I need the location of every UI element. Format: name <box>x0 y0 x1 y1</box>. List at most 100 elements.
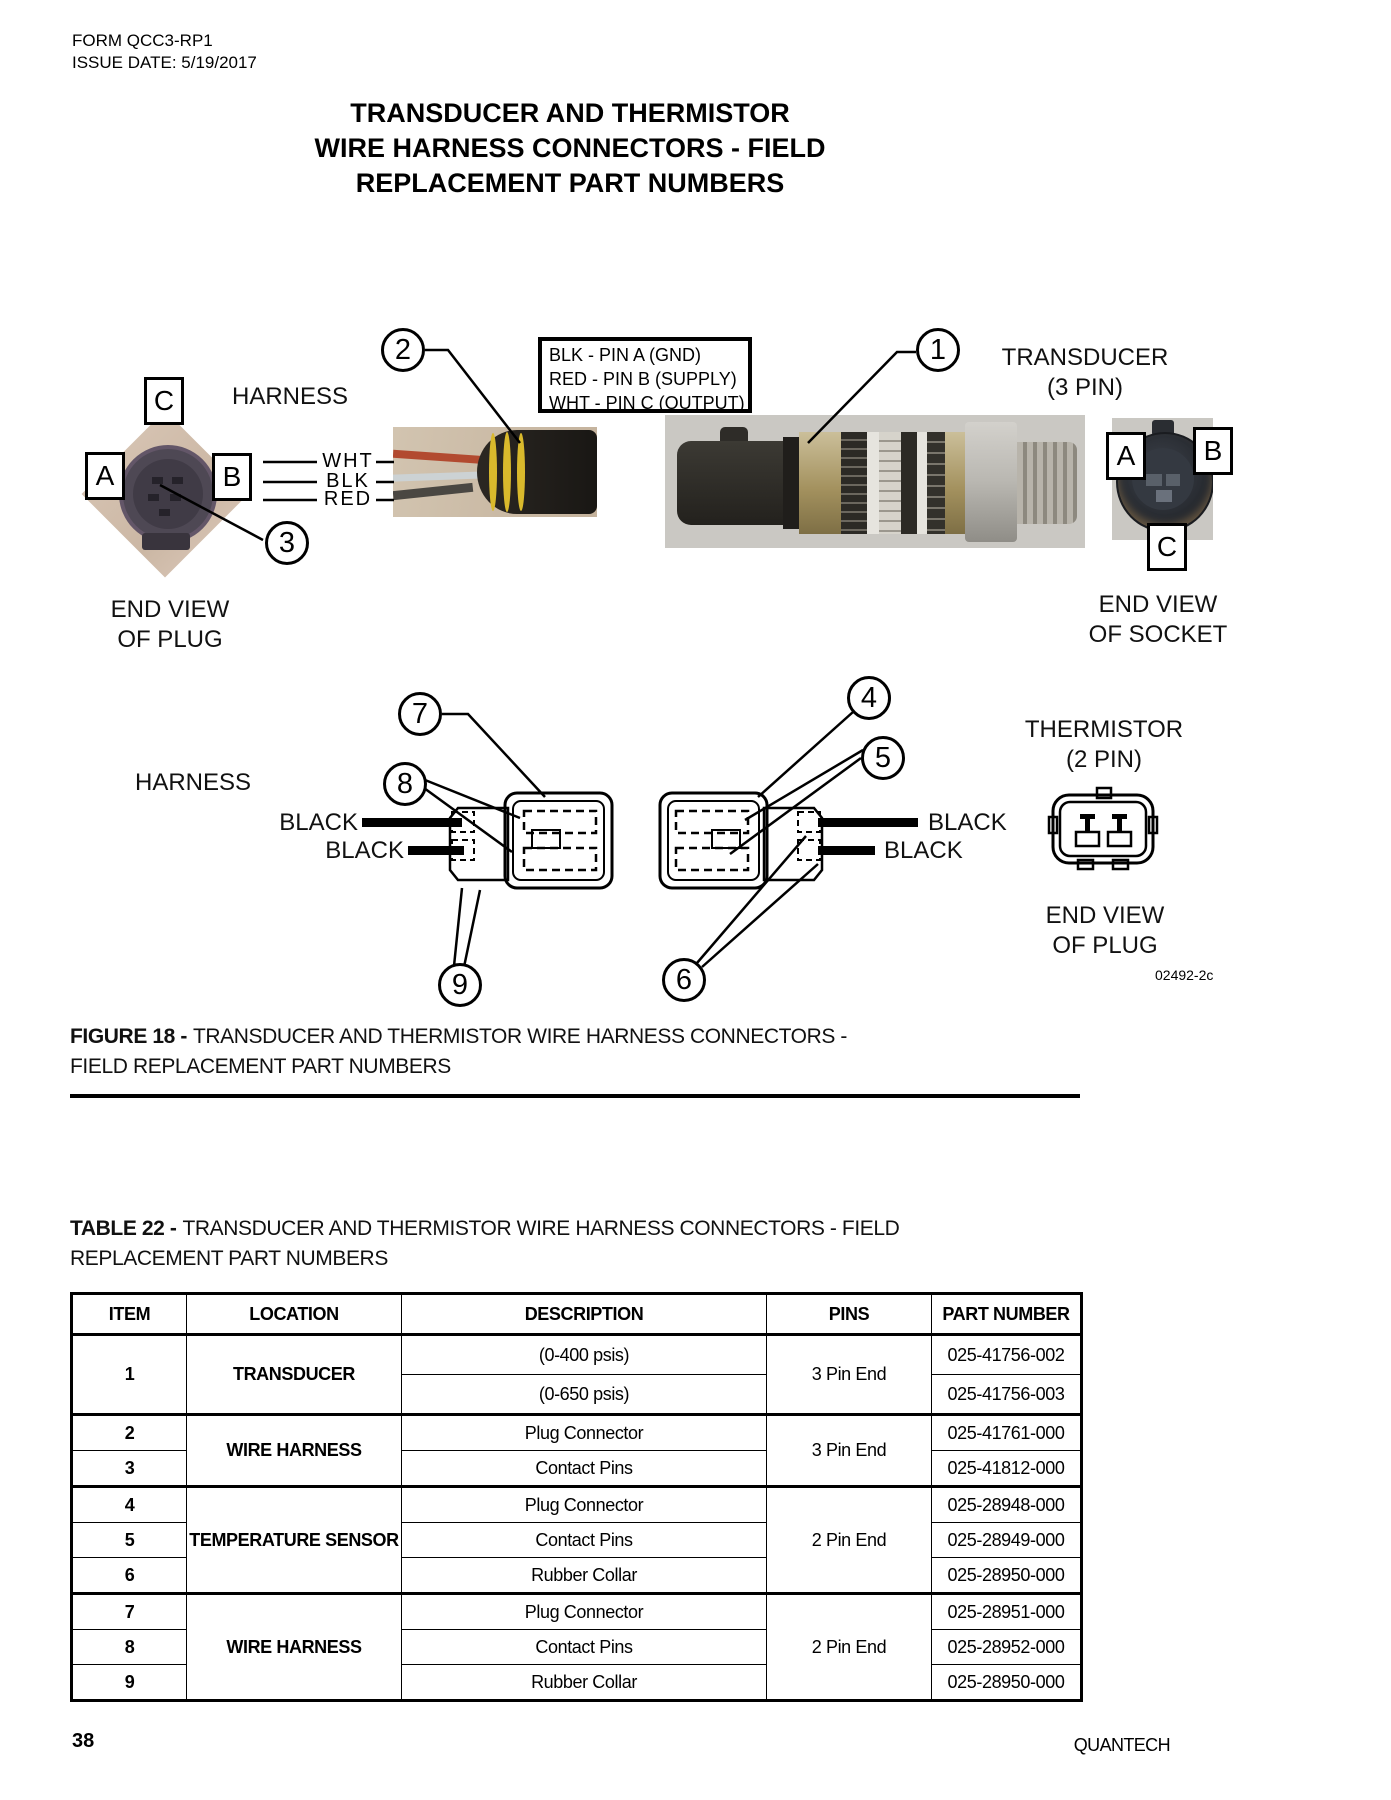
callout-4: 4 <box>847 676 891 720</box>
leader-9b <box>462 889 482 968</box>
table-row: (0-650 psis) 025-41756-003 <box>72 1374 1082 1415</box>
page-title: TRANSDUCER AND THERMISTOR WIRE HARNESS C… <box>70 96 1070 201</box>
harness-label-bottom: HARNESS <box>134 769 252 796</box>
plug-pin <box>159 509 170 516</box>
description-cell: Contact Pins <box>401 1629 767 1665</box>
pin-letter-c: C <box>1156 531 1178 562</box>
callout-6-number: 6 <box>675 963 693 996</box>
oring <box>517 433 525 511</box>
black-wire-line <box>818 846 875 855</box>
callout-7-number: 7 <box>411 697 429 730</box>
description-cell: (0-650 psis) <box>401 1374 767 1415</box>
leader-5b <box>729 756 862 856</box>
table-row: 3 Contact Pins 025-41812-000 <box>71 1450 1082 1487</box>
table-row: 1 TRANSDUCER (0-400 psis) 3 Pin End 025-… <box>71 1333 1082 1415</box>
item-cell: 1 <box>71 1333 187 1415</box>
socket-pin <box>1166 474 1180 486</box>
figure-caption: FIGURE 18 -TRANSDUCER AND THERMISTOR WIR… <box>70 1022 900 1082</box>
contact-pin-dashed <box>522 809 598 835</box>
label-band <box>841 432 867 534</box>
end-view-socket-line1: END VIEW <box>1098 591 1218 618</box>
wire-label-red: RED <box>323 488 373 510</box>
transducer-label-line1: TRANSDUCER <box>1001 344 1169 371</box>
plug-connector-inner <box>133 459 203 529</box>
transducer-label-line2: (3 PIN) <box>1046 374 1123 401</box>
hex-nut <box>965 422 1017 542</box>
page-title-line3: REPLACEMENT PART NUMBERS <box>355 168 785 198</box>
latch <box>711 829 741 849</box>
label-band <box>927 432 945 534</box>
figure-caption-text: TRANSDUCER AND THERMISTOR WIRE HARNESS C… <box>70 1025 847 1078</box>
part-number-cell: 025-41756-003 <box>931 1374 1082 1415</box>
housing-outline <box>503 791 614 890</box>
end-view-socket-line2: OF SOCKET <box>1088 621 1228 648</box>
callout-6: 6 <box>662 958 706 1002</box>
part-number-cell: 025-28948-000 <box>931 1485 1082 1523</box>
table-row: 8 Contact Pins 025-28952-000 <box>71 1629 1082 1665</box>
label-band <box>901 432 917 534</box>
white-wire <box>393 471 486 482</box>
pin-letter-a: A <box>1116 440 1136 471</box>
header-form-info: FORM QCC3-RP1 ISSUE DATE: 5/19/2017 <box>72 30 257 74</box>
item-cell: 3 <box>71 1450 187 1487</box>
black-wire-label: BLACK <box>279 809 358 836</box>
plug-outline <box>1051 793 1155 865</box>
parts-table-wrapper: ITEM LOCATION DESCRIPTION PINS PART NUMB… <box>70 1292 1083 1702</box>
transducer-collar <box>783 437 799 529</box>
black-wire-line <box>408 846 464 855</box>
front-block <box>762 806 824 882</box>
column-header-part-number: PART NUMBER <box>931 1293 1082 1336</box>
pin-info-line3: WHT - PIN C (OUTPUT) <box>549 393 745 413</box>
end-view-line2: OF PLUG <box>117 626 223 653</box>
table-row: 5 Contact Pins 025-28949-000 <box>71 1522 1082 1558</box>
pins-cell: 3 Pin End <box>766 1413 932 1487</box>
leader-8b <box>423 786 513 854</box>
transducer-photo <box>665 415 1085 548</box>
location-cell: WIRE HARNESS <box>186 1592 402 1701</box>
table-caption-number: TABLE 22 - <box>70 1217 177 1240</box>
sensor-connector-drawing-right <box>658 791 824 890</box>
pins-cell: 3 Pin End <box>766 1333 932 1415</box>
issue-date: ISSUE DATE: 5/19/2017 <box>72 53 257 72</box>
page-title-line1: TRANSDUCER AND THERMISTOR <box>350 98 790 128</box>
pin-base <box>1074 830 1101 848</box>
part-number-cell: 025-28949-000 <box>931 1522 1082 1558</box>
pin-info-line1: BLK - PIN A (GND) <box>549 345 702 365</box>
callout-5-number: 5 <box>874 741 892 774</box>
pin-letter-box-c-socket: C <box>1147 523 1187 571</box>
housing-inner <box>512 800 605 881</box>
description-cell: (0-400 psis) <box>401 1333 767 1375</box>
table-row: 7 WIRE HARNESS Plug Connector 2 Pin End … <box>71 1592 1082 1701</box>
end-view-line1: END VIEW <box>110 596 230 623</box>
leader-6b <box>701 863 819 968</box>
transducer-label: TRANSDUCER (3 PIN) <box>1000 343 1170 403</box>
description-cell: Plug Connector <box>401 1485 767 1523</box>
item-cell: 9 <box>71 1664 187 1701</box>
pin-cap <box>1080 814 1095 819</box>
column-header-item: ITEM <box>71 1293 187 1336</box>
pin-letter-box-c-plug: C <box>144 377 184 425</box>
pins-cell: 2 Pin End <box>766 1485 932 1594</box>
leader-5a <box>744 748 864 822</box>
thermistor-label-line1: THERMISTOR <box>1024 716 1184 743</box>
leader-7 <box>442 712 546 798</box>
table-caption: TABLE 22 -TRANSDUCER AND THERMISTOR WIRE… <box>70 1214 900 1274</box>
callout-8-number: 8 <box>396 767 414 800</box>
contact-pin-dashed <box>674 846 750 872</box>
pin-letter-box-a-socket: A <box>1106 432 1146 480</box>
item-cell: 7 <box>71 1592 187 1630</box>
page-title-line2: WIRE HARNESS CONNECTORS - FIELD <box>314 133 826 163</box>
pin-letter-box-a-plug: A <box>85 452 125 500</box>
description-cell: Rubber Collar <box>401 1557 767 1594</box>
wire-label-blk: BLK <box>326 470 370 492</box>
end-view-plug2-line2: OF PLUG <box>1052 932 1158 959</box>
plug-pin <box>170 494 181 501</box>
location-cell: WIRE HARNESS <box>186 1413 402 1487</box>
item-cell: 5 <box>71 1522 187 1558</box>
end-view-of-socket-label: END VIEW OF SOCKET <box>1078 590 1238 650</box>
black-wire <box>393 482 474 501</box>
pin-letter-box-b-plug: B <box>212 453 252 501</box>
table-row: 9 Rubber Collar 025-28950-000 <box>71 1664 1082 1701</box>
table-row: 6 Rubber Collar 025-28950-000 <box>71 1557 1082 1594</box>
